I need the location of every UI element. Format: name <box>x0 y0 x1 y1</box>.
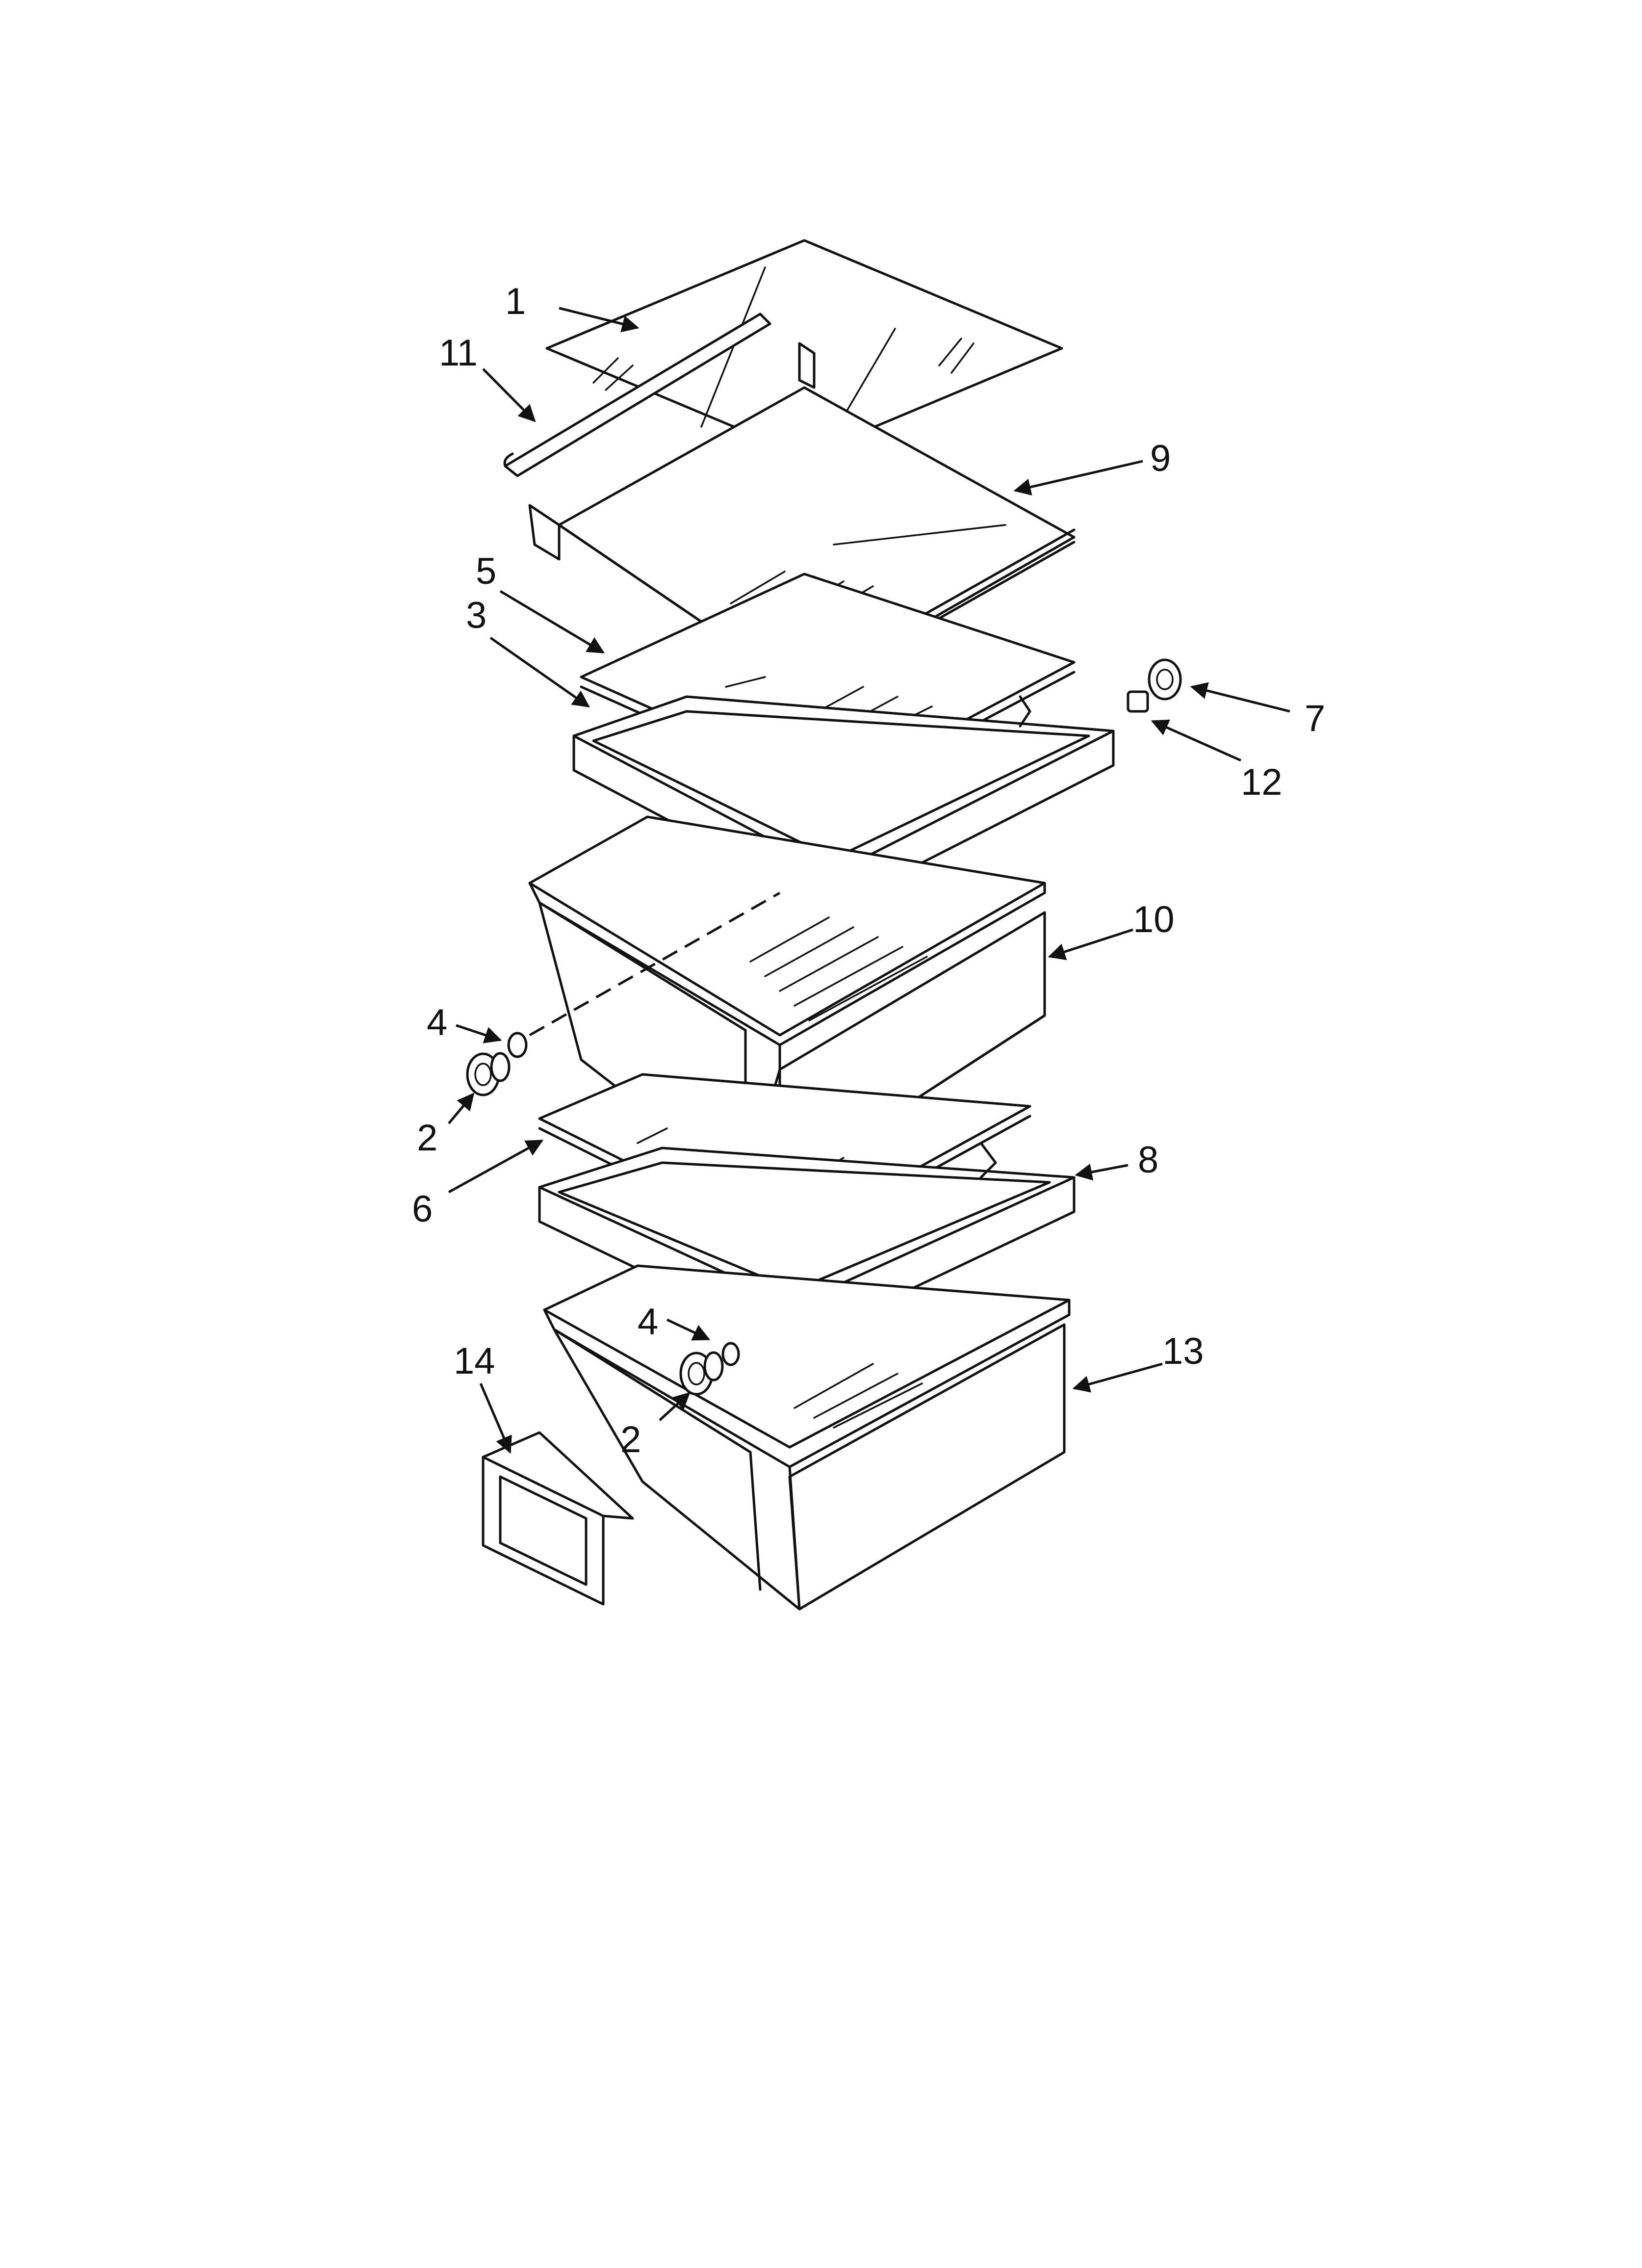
callout-14: 14 <box>454 1340 495 1382</box>
shelf-trim <box>503 313 771 477</box>
callout-3: 3 <box>466 595 487 636</box>
callouts: 1 11 9 5 3 7 12 10 4 2 6 8 4 14 13 2 <box>412 281 1325 1460</box>
callout-6: 6 <box>412 1188 433 1230</box>
label-holder <box>482 1431 634 1606</box>
callout-8: 8 <box>1138 1139 1158 1181</box>
roller-upper <box>466 1032 528 1096</box>
callout-10: 10 <box>1133 899 1175 940</box>
callout-9: 9 <box>1150 438 1171 479</box>
lower-crisper-drawer <box>543 1264 1071 1611</box>
callout-11: 11 <box>439 332 478 374</box>
callout-12: 12 <box>1241 761 1283 803</box>
roller-lower <box>679 1342 740 1396</box>
callout-13: 13 <box>1162 1330 1204 1372</box>
assembly-line <box>529 891 781 1037</box>
leader-lines <box>448 307 1290 1454</box>
callout-7: 7 <box>1305 698 1325 739</box>
roller-right <box>1127 658 1182 713</box>
callout-4-upper: 4 <box>427 1002 447 1043</box>
callout-2-lower: 2 <box>620 1419 641 1460</box>
callout-2-upper: 2 <box>417 1117 437 1159</box>
callout-5: 5 <box>476 550 496 592</box>
callout-4-lower: 4 <box>638 1301 658 1343</box>
callout-1: 1 <box>505 281 526 322</box>
